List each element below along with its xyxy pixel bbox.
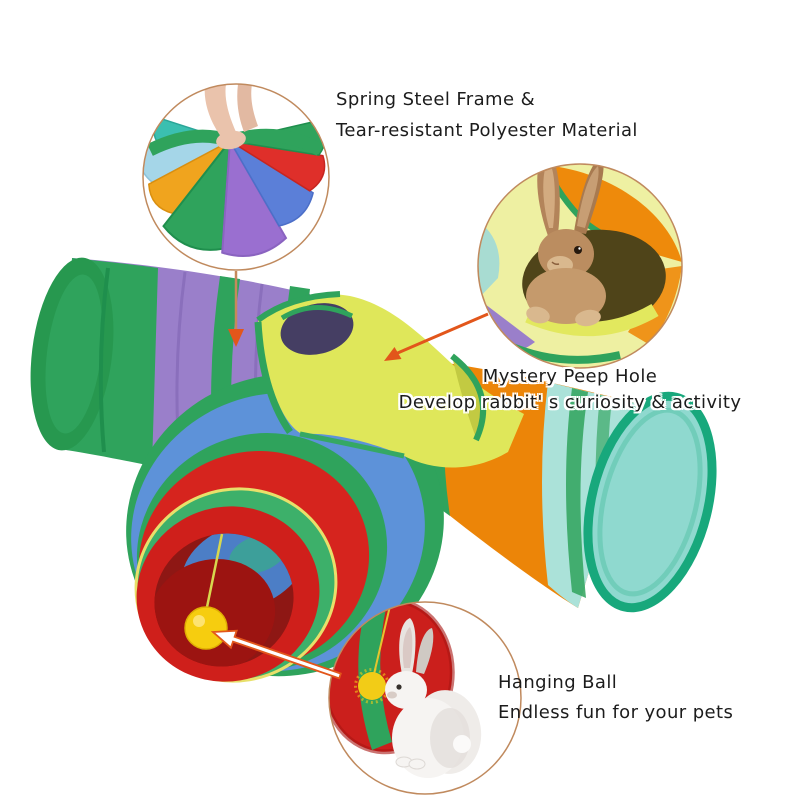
caption-peep-hole-line2: Develop rabbit' s curiosity & activity: [398, 392, 742, 413]
hand-right: [237, 84, 258, 132]
inset-border: [142, 83, 330, 271]
inset-border: [477, 163, 683, 369]
inset-border: [328, 601, 522, 795]
white-rabbit: [385, 618, 482, 778]
peep-hole: [280, 303, 354, 355]
arrowhead-peep-hole: [384, 347, 402, 361]
callout-arrows: [210, 271, 489, 680]
tunnel-junction: [254, 291, 524, 468]
arrowhead-collapsed: [228, 329, 244, 347]
arrow-peep-hole: [392, 312, 489, 357]
caption-steel-frame-line2: Tear-resistant Polyester Material: [336, 120, 638, 141]
caption-hanging-ball-line2: Endless fun for your pets: [498, 702, 734, 723]
inset-rabbit-peeping: [477, 163, 683, 369]
ball-string: [204, 533, 224, 613]
pom-ball: [358, 672, 386, 700]
hand-left: [204, 84, 236, 138]
caption-peep-hole-line1: Mystery Peep Hole: [482, 366, 658, 387]
caption-steel-frame: Spring Steel Frame & Tear-resistant Polye…: [336, 84, 638, 146]
caption-steel-frame-line1: Spring Steel Frame &: [336, 89, 536, 110]
inset-collapsed-tunnel: [142, 83, 330, 271]
hanging-ball: [184, 606, 228, 650]
inset-rabbit-with-ball: [328, 601, 522, 795]
arrow-hanging-ball: [210, 629, 342, 680]
caption-hanging-ball-line1: Hanging Ball: [498, 672, 618, 693]
